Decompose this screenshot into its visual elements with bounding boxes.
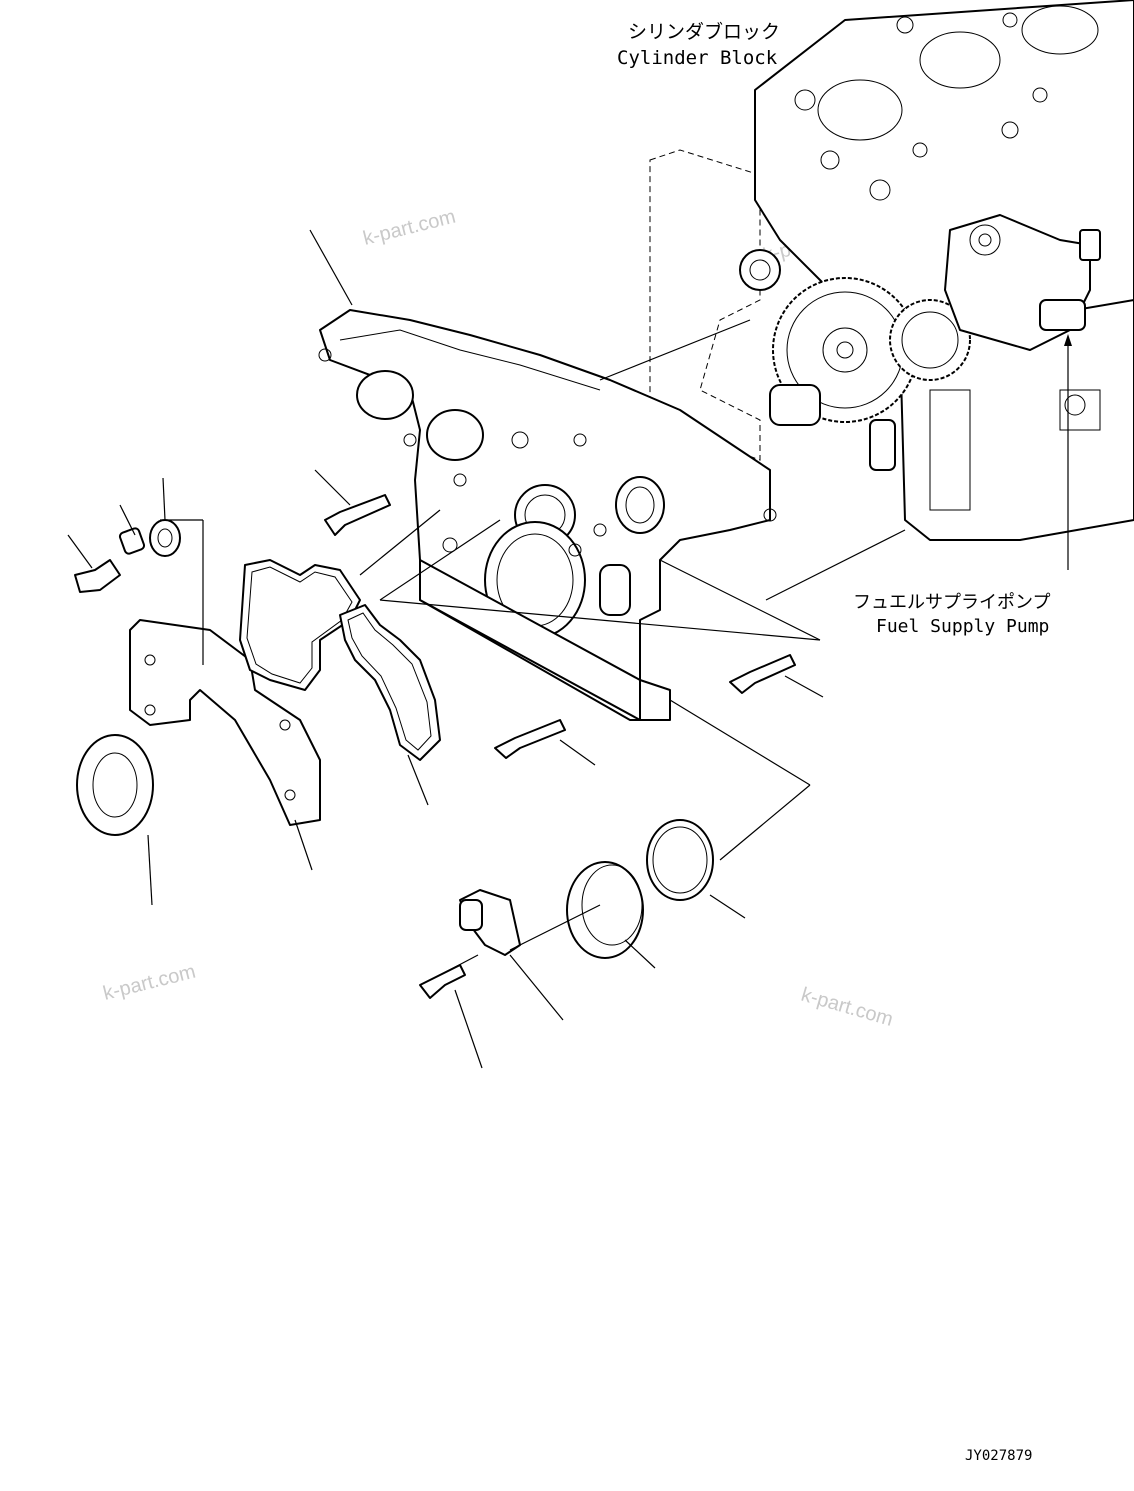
- cylinder-block-label-en: Cylinder Block: [617, 47, 778, 69]
- bolt-set: [324, 494, 796, 999]
- cylinder-block: [649, 0, 1134, 541]
- gasket-set: [74, 519, 441, 836]
- cover-plate: [459, 889, 521, 956]
- fuel-pump-label-jp: フュエルサプライポンプ: [853, 592, 1050, 613]
- drawing-id: JY027879: [965, 1448, 1032, 1464]
- watermark: k-part.com: [799, 984, 896, 1031]
- watermark: k-part.com: [361, 206, 458, 250]
- watermark: k-part.com: [101, 961, 198, 1005]
- cylinder-block-label-jp: シリンダブロック: [628, 20, 780, 43]
- fuel-pump-label-en: Fuel Supply Pump: [876, 616, 1049, 637]
- o-ring: [646, 819, 714, 901]
- front-housing: [318, 309, 777, 721]
- cap-plug: [566, 861, 644, 959]
- leader-lines: [67, 229, 1072, 1069]
